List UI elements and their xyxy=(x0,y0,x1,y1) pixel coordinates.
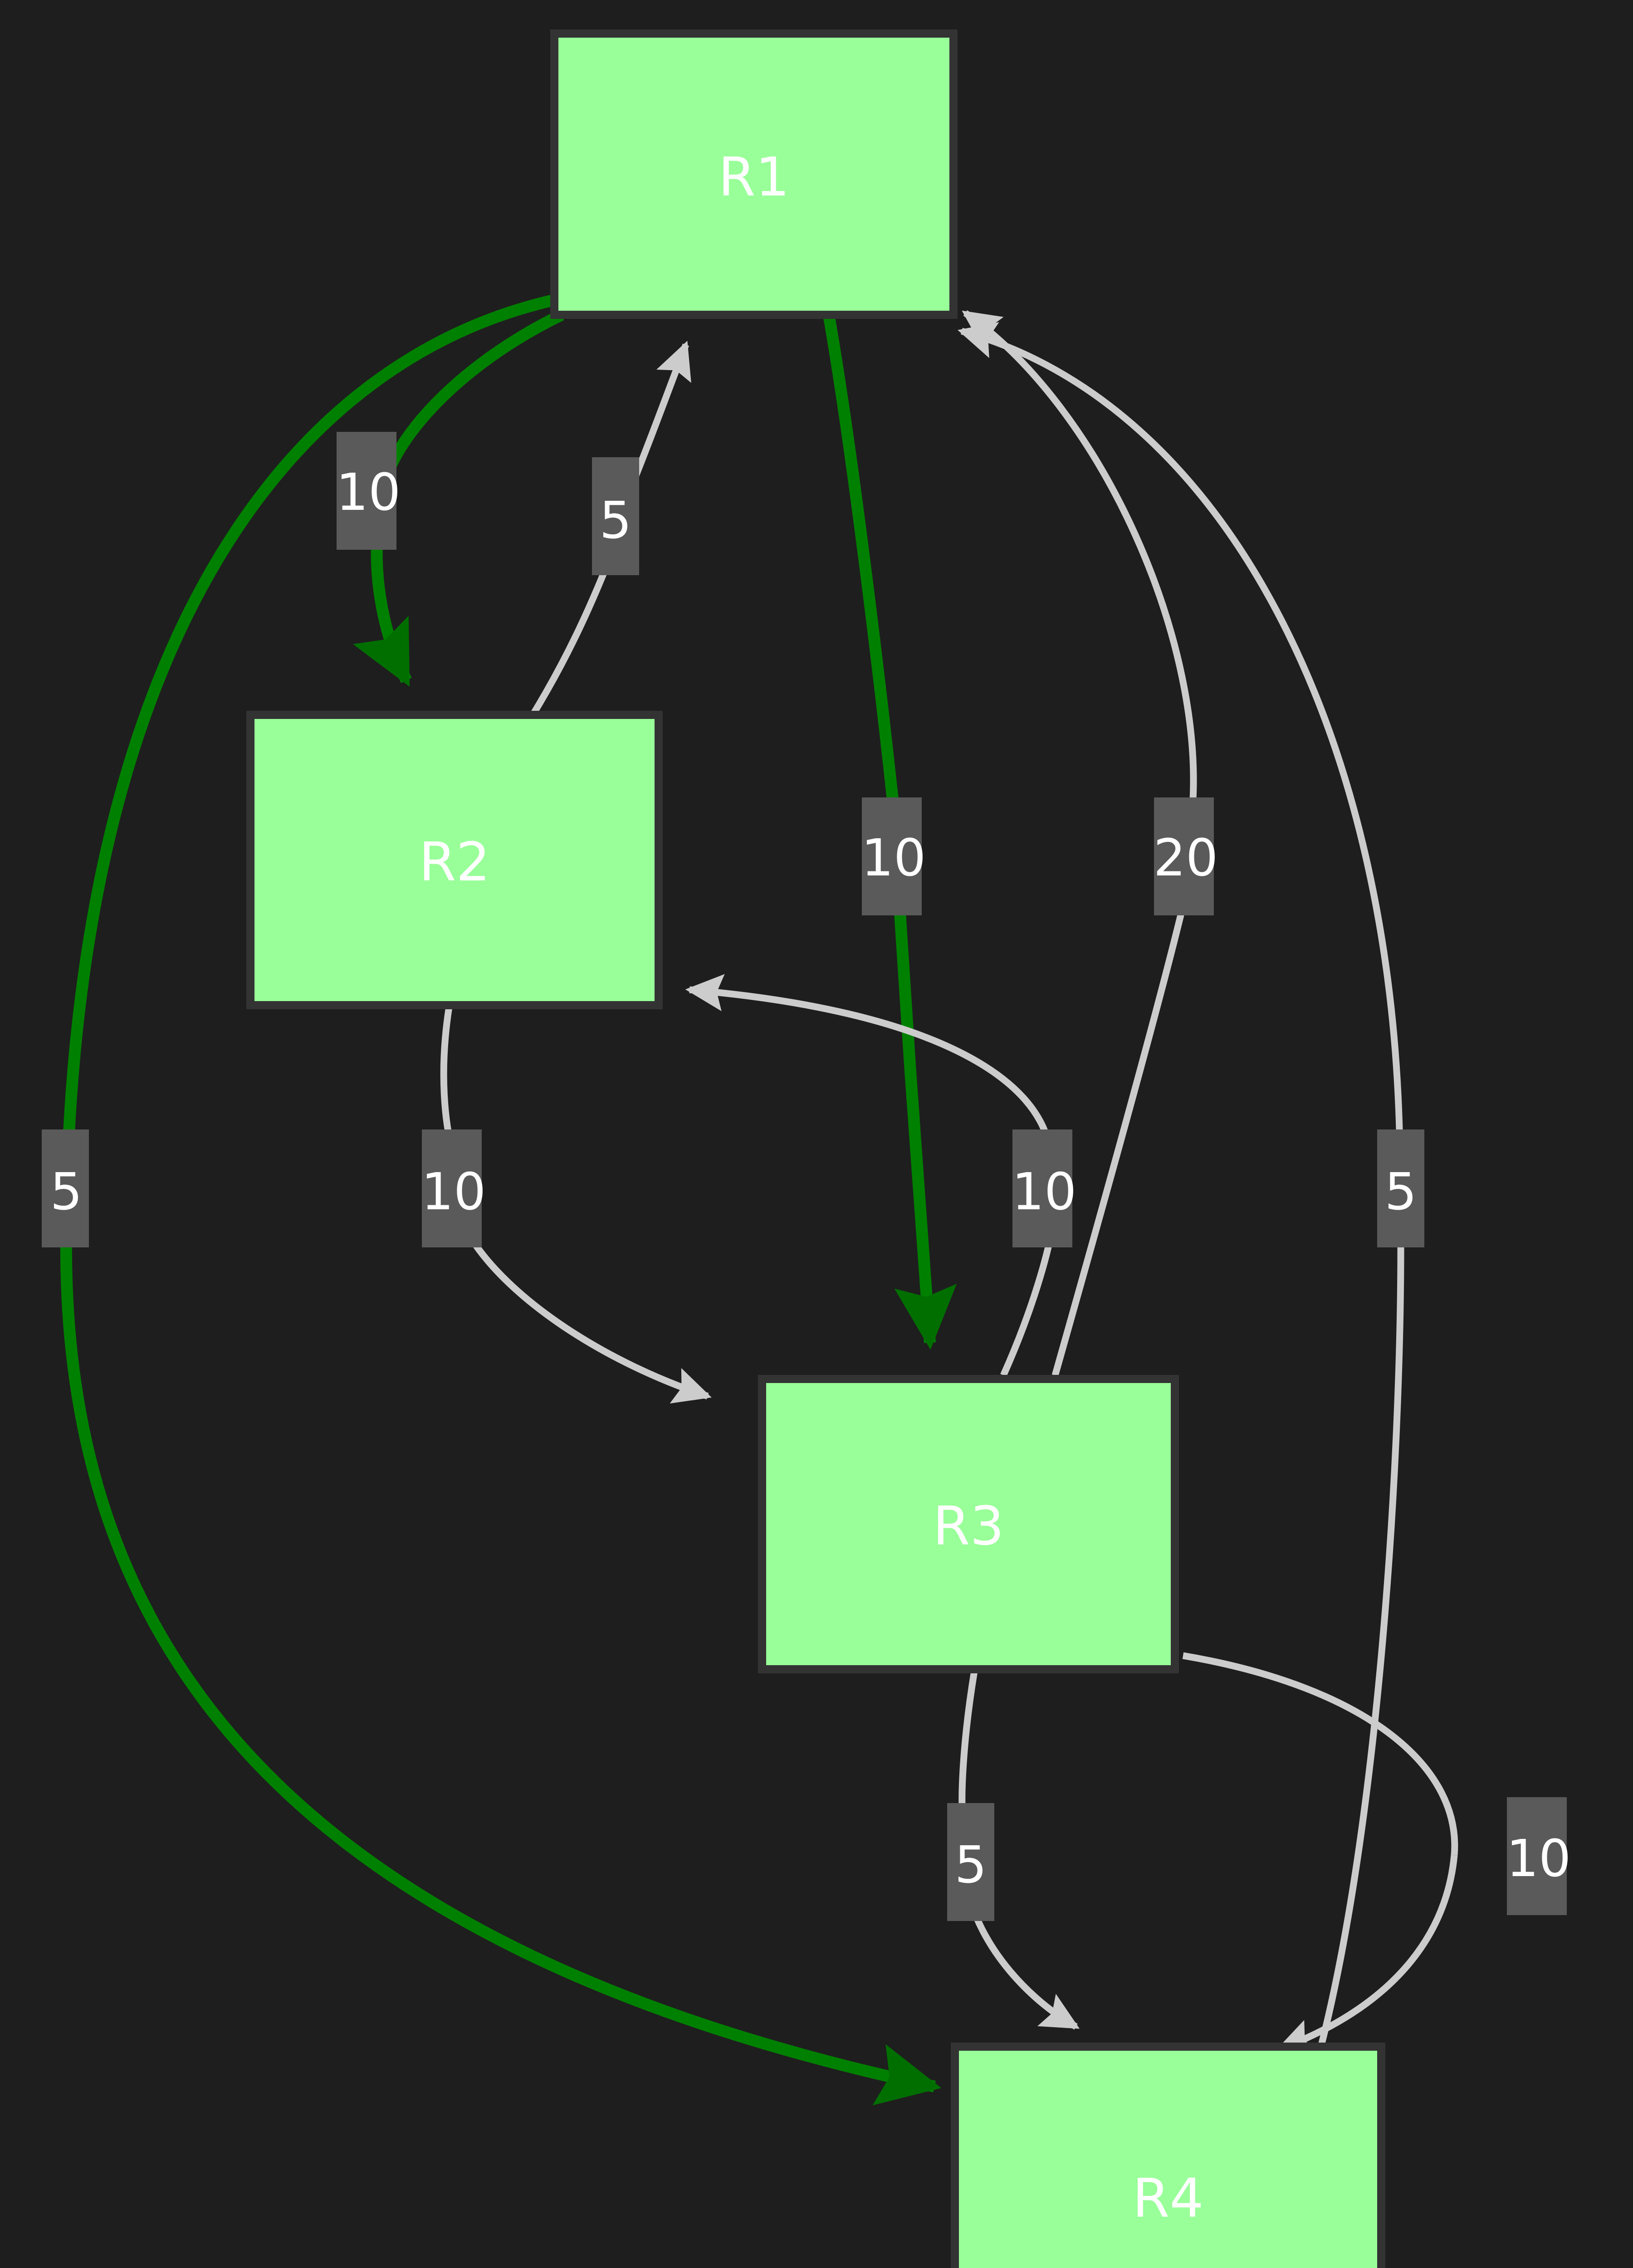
edge-r4-r1-path xyxy=(1316,1234,1404,2051)
edge-label-r2-r1[interactable]: 5 xyxy=(592,457,639,575)
edge-label-r3-r2-text: 10 xyxy=(1012,1163,1077,1222)
edge-r2-r3-path-head xyxy=(464,1230,712,1404)
node-r2[interactable]: R2 xyxy=(246,711,663,1009)
node-r2-box xyxy=(246,711,663,1009)
edge-label-r1-r4[interactable]: 5 xyxy=(42,1129,89,1247)
edge-label-r3-r4[interactable]: 5 xyxy=(947,1803,994,1921)
node-r1-box xyxy=(550,29,958,319)
edge-r1-r3-path-tail xyxy=(893,899,957,1350)
edge-r1-r2-path xyxy=(382,309,564,474)
edge-r4-r3-path-head xyxy=(1182,1652,1458,1856)
node-r4-label: R4 xyxy=(1132,2167,1203,2229)
edge-label-r1-r4-chip xyxy=(42,1129,89,1247)
node-r2-label: R2 xyxy=(419,831,490,893)
edge-label-r2-r1-text: 5 xyxy=(599,491,631,550)
edge-labels-layer: 10 5 10 20 5 5 xyxy=(42,432,1571,1921)
nodes-layer: R1 R2 R3 R4 xyxy=(246,29,1385,2268)
node-r3[interactable]: R3 xyxy=(758,1375,1179,1673)
node-r4[interactable]: R4 xyxy=(951,2043,1385,2268)
edge-label-r4-r3-chip xyxy=(1507,1797,1567,1915)
edge-label-r3-r1-text: 20 xyxy=(1154,829,1218,888)
edge-label-r1-r2[interactable]: 10 xyxy=(336,432,401,550)
edge-r3-r1-path-head xyxy=(962,310,1197,813)
edge-label-r3-r2[interactable]: 10 xyxy=(1012,1129,1077,1247)
edge-r1-r4[interactable] xyxy=(60,293,942,2106)
node-r3-label: R3 xyxy=(933,1495,1004,1557)
edge-label-r3-r4-chip xyxy=(947,1803,994,1921)
edge-label-r3-r2-chip xyxy=(1012,1129,1072,1247)
node-r1-label: R1 xyxy=(718,146,789,208)
node-r4-box xyxy=(951,2043,1385,2268)
edge-r4-r1-path-head xyxy=(958,322,1403,1153)
edge-label-r4-r1[interactable]: 5 xyxy=(1377,1129,1424,1247)
edge-label-r4-r1-chip xyxy=(1377,1129,1424,1247)
node-r1[interactable]: R1 xyxy=(550,29,958,319)
edge-label-r2-r3-chip xyxy=(422,1129,482,1247)
edge-label-r1-r2-chip xyxy=(337,432,396,550)
edge-label-r3-r4-text: 5 xyxy=(954,1836,987,1895)
edge-label-r1-r3-text: 10 xyxy=(861,829,926,888)
edge-label-r4-r1-text: 5 xyxy=(1384,1163,1417,1222)
edge-label-r1-r3[interactable]: 10 xyxy=(861,797,926,915)
edge-r1-r3-path xyxy=(823,316,900,817)
edge-r3-r1-path xyxy=(1051,897,1188,1377)
edge-label-r1-r4-text: 5 xyxy=(50,1163,82,1222)
edge-label-r2-r3-text: 10 xyxy=(421,1163,486,1222)
edge-label-r2-r3[interactable]: 10 xyxy=(421,1129,486,1247)
edge-r3-r1[interactable] xyxy=(962,310,1197,1377)
edge-label-r3-r1-chip xyxy=(1154,797,1214,915)
node-r3-box xyxy=(758,1375,1179,1673)
edge-label-r2-r1-chip xyxy=(592,457,639,575)
edge-r4-r3-path xyxy=(1275,1855,1458,2055)
edge-label-r1-r2-text: 10 xyxy=(336,463,401,522)
edges-layer xyxy=(60,293,1458,2106)
edge-r1-r3[interactable] xyxy=(823,316,957,1350)
edge-r1-r4-path xyxy=(62,293,558,1153)
edge-label-r1-r3-chip xyxy=(862,797,922,915)
edge-label-r3-r1[interactable]: 20 xyxy=(1154,797,1218,915)
edge-r3-r2-path-head xyxy=(685,974,1054,1155)
edge-label-r4-r3-text: 10 xyxy=(1506,1829,1571,1888)
edge-r4-r1[interactable] xyxy=(958,322,1404,2051)
edge-r1-r4-path-tail xyxy=(60,1234,942,2106)
edge-label-r4-r3[interactable]: 10 xyxy=(1506,1797,1571,1915)
edge-r4-r3[interactable] xyxy=(1182,1652,1458,2055)
